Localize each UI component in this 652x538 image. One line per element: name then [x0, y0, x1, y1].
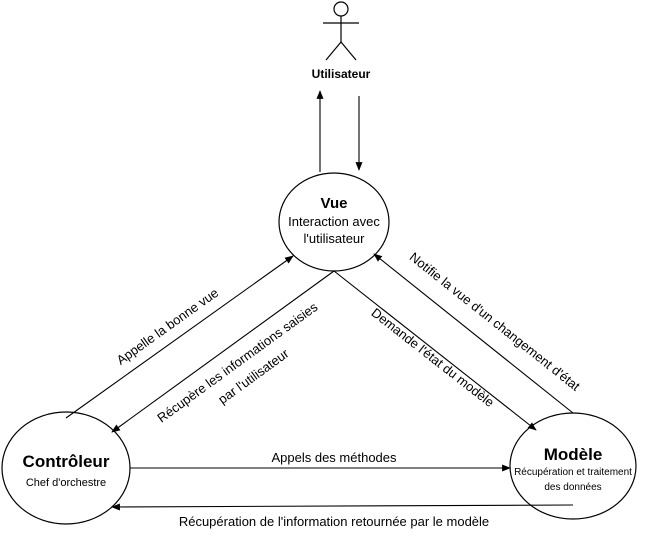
vue-desc-line2: l'utilisateur: [303, 231, 365, 246]
edge-modele-to-vue: [373, 253, 574, 414]
controleur-subtitle: Chef d'orchestre: [26, 477, 106, 489]
edge-controleur-to-vue: [65, 255, 294, 419]
vue-title: Vue: [321, 195, 348, 212]
vue-desc-line1: Interaction avec: [288, 214, 380, 229]
vue-node: Vue Interaction avec l'utilisateur: [278, 172, 390, 272]
label-appelle-vue: Appelle la bonne vue: [114, 285, 222, 368]
controleur-title: Contrôleur: [23, 452, 110, 471]
modele-desc-line2: des données: [544, 482, 601, 493]
modele-desc-line1: Récupération et traitement: [514, 467, 632, 478]
label-notifie: Notifie la vue d'un changement d'état: [407, 249, 583, 394]
modele-node: Modèle Récupération et traitement des do…: [509, 412, 637, 520]
person-stick-figure-icon: [323, 1, 359, 61]
label-recuperation-info: Récupération de l'information retournée …: [179, 514, 489, 529]
edge-vue-to-controleur: [111, 270, 335, 433]
edge-vue-to-modele: [333, 270, 537, 431]
label-demande-etat: Demande l'état du modèle: [369, 305, 498, 410]
label-appels-methodes: Appels des méthodes: [271, 450, 397, 465]
edge-modele-to-controleur: [111, 503, 574, 511]
modele-title: Modèle: [544, 445, 603, 464]
user-actor: Utilisateur: [312, 1, 371, 81]
controleur-node: Contrôleur Chef d'orchestre: [1, 411, 131, 525]
user-label: Utilisateur: [312, 67, 371, 81]
